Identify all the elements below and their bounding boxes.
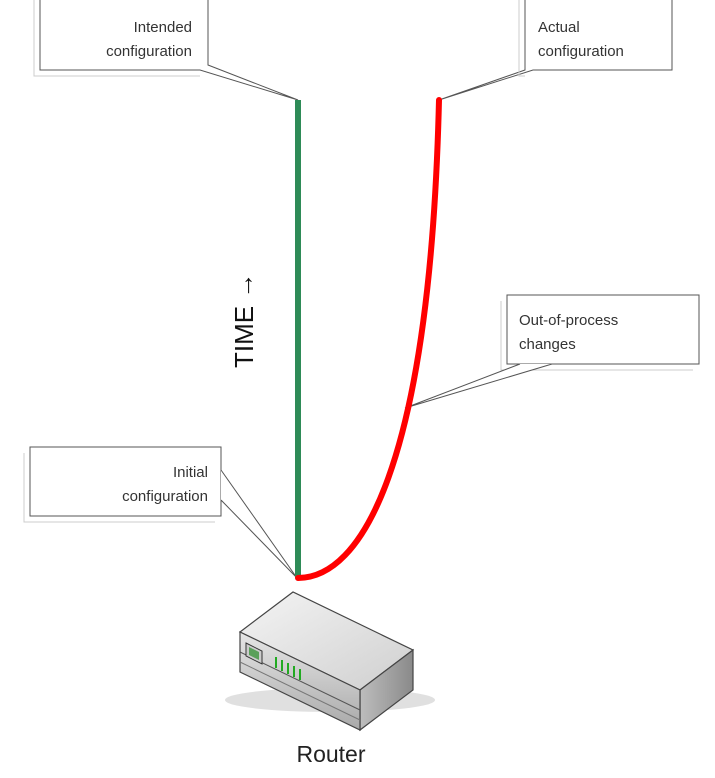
- callout-intended-configuration: Intended configuration: [33, 0, 299, 101]
- callout-actual-line1: Actual: [538, 19, 580, 36]
- callout-out-of-process-changes: Out-of-process changes: [404, 294, 700, 409]
- router-icon: [225, 591, 435, 732]
- callout-initial-configuration: Initial configuration: [23, 446, 298, 579]
- callout-out-of-process-pointer: [404, 363, 553, 409]
- callout-intended-line1: Intended: [134, 19, 192, 36]
- callout-actual-box: [438, 0, 673, 101]
- time-axis-label: TIME →: [229, 273, 259, 368]
- callout-initial-line1: Initial: [173, 464, 208, 481]
- callout-initial-line2: configuration: [122, 488, 208, 505]
- callout-intended-box: [39, 0, 299, 101]
- router-label: Router: [296, 741, 365, 767]
- callout-out-of-process-line1: Out-of-process: [519, 312, 618, 329]
- callout-actual-line2: configuration: [538, 43, 624, 60]
- actual-configuration-curve: [295, 97, 442, 581]
- callout-initial-box: [29, 446, 222, 517]
- callout-out-of-process-box: [506, 294, 700, 365]
- callout-out-of-process-line2: changes: [519, 336, 576, 353]
- router-led-indicators: [275, 657, 301, 680]
- callout-initial-pointer: [220, 469, 298, 579]
- callout-intended-line2: configuration: [106, 43, 192, 60]
- callout-actual-configuration: Actual configuration: [438, 0, 673, 101]
